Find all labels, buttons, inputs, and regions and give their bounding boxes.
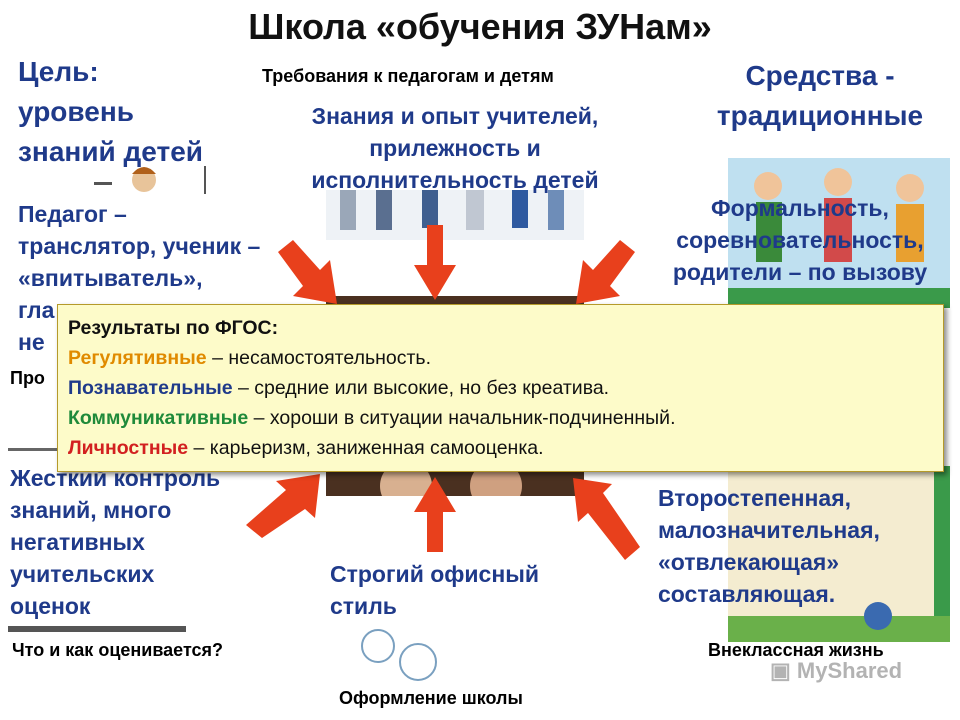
- fgos-term: Личностные: [68, 437, 189, 459]
- secondary-line: Второстепенная,: [658, 485, 852, 511]
- office-style-text: Строгий офисный стиль: [330, 558, 539, 622]
- formality-line: Формальность,: [711, 195, 889, 221]
- arrow-from-bottom-right: [573, 478, 640, 560]
- requirements-line: исполнительность детей: [311, 167, 599, 193]
- control-text: Жесткий контроль знаний, много негативны…: [10, 462, 220, 622]
- teacher-role-text: Педагог – транслятор, ученик – «впитыват…: [18, 198, 260, 358]
- formality-text: Формальность, соревновательность, родите…: [650, 192, 950, 288]
- children-clipart: [728, 158, 950, 308]
- secondary-text: Второстепенная, малозначительная, «отвле…: [658, 482, 880, 610]
- truncated-caption: Про: [10, 368, 45, 388]
- fgos-term: Коммуникативные: [68, 407, 249, 429]
- watermark-text: MyShared: [796, 658, 903, 683]
- secondary-line: составляющая.: [658, 581, 836, 607]
- fgos-desc: – средние или высокие, но без креатива.: [232, 377, 610, 399]
- secondary-line: малозначительная,: [658, 517, 880, 543]
- evaluation-caption: Что и как оценивается?: [12, 640, 224, 660]
- requirements-line: прилежность и: [369, 135, 541, 161]
- teacher-line: не: [18, 329, 45, 355]
- office-line: Строгий офисный: [330, 561, 539, 587]
- control-line: учительских: [10, 561, 155, 587]
- fgos-desc: – карьеризм, заниженная самооценка.: [188, 437, 544, 459]
- school-design-caption: Оформление школы: [339, 688, 523, 708]
- formality-line: родители – по вызову: [672, 259, 928, 285]
- fgos-item-communicative: Коммуникативные – хороши в ситуации нача…: [68, 403, 943, 433]
- goal-line: знаний детей: [18, 136, 203, 167]
- means-text: Средства - традиционные: [700, 56, 940, 136]
- people-legs-photo: [326, 190, 584, 240]
- kids-activity-clipart: [728, 466, 950, 642]
- means-line: Средства -: [745, 60, 895, 91]
- control-line: негативных: [10, 529, 145, 555]
- teacher-line: «впитыватель»,: [18, 265, 203, 291]
- goal-line: Цель:: [18, 56, 99, 87]
- fgos-item-personal: Личностные – карьеризм, заниженная самоо…: [68, 433, 943, 463]
- watermark-logo-icon: ▣: [770, 658, 797, 683]
- fgos-results-box: Результаты по ФГОС: Регулятивные – несам…: [57, 304, 944, 472]
- goal-line: уровень: [18, 96, 134, 127]
- requirements-line: Знания и опыт учителей,: [311, 103, 599, 129]
- watermark: ▣ MyShared: [770, 658, 902, 684]
- fgos-item-cognitive: Познавательные – средние или высокие, но…: [68, 373, 943, 403]
- office-line: стиль: [330, 593, 397, 619]
- page-title: Школа «обучения ЗУНам»: [248, 6, 712, 47]
- requirements-caption: Требования к педагогам и детям: [262, 66, 554, 86]
- goal-text: Цель: уровень знаний детей: [18, 52, 203, 172]
- teacher-line: Педагог –: [18, 201, 127, 227]
- fgos-desc: – несамостоятельность.: [206, 347, 431, 369]
- requirements-text: Знания и опыт учителей, прилежность и ис…: [275, 100, 635, 196]
- formality-line: соревновательность,: [676, 227, 924, 253]
- teacher-line: гла: [18, 297, 55, 323]
- means-line: традиционные: [716, 100, 924, 131]
- teacher-line: транслятор, ученик –: [18, 233, 261, 259]
- arrow-up-center: [414, 477, 456, 552]
- fgos-term: Регулятивные: [68, 347, 207, 369]
- fgos-item-regulatory: Регулятивные – несамостоятельность.: [68, 343, 943, 373]
- arrow-from-bottom-left: [246, 474, 320, 538]
- snowman-clipart: [361, 629, 437, 681]
- arrow-from-top-left: [278, 240, 337, 304]
- extracurricular-caption: Внеклассная жизнь: [708, 640, 884, 660]
- control-line: оценок: [10, 593, 91, 619]
- girl-clipart: [94, 166, 206, 194]
- arrow-down-center: [414, 225, 456, 300]
- control-line: знаний, много: [10, 497, 172, 523]
- fgos-desc: – хороши в ситуации начальник-подчиненны…: [248, 407, 676, 429]
- fgos-term: Познавательные: [68, 377, 233, 399]
- secondary-line: «отвлекающая»: [658, 549, 840, 575]
- arrow-from-top-right: [576, 240, 635, 304]
- fgos-heading: Результаты по ФГОС:: [68, 317, 279, 339]
